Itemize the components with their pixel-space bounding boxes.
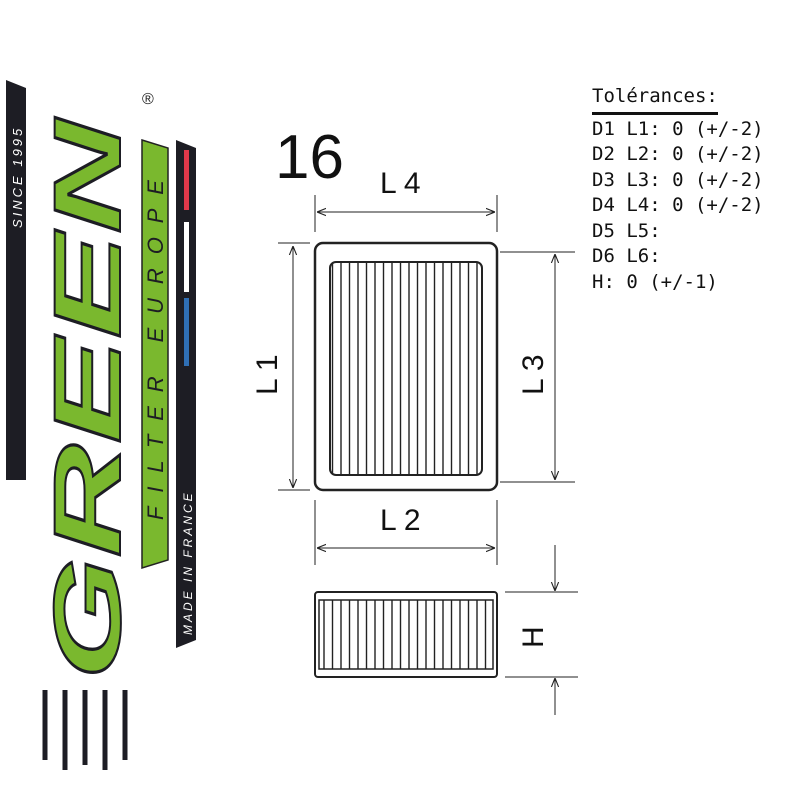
l3-label: L 3: [517, 354, 550, 395]
top-view: [313, 241, 499, 492]
since-text: SINCE 1995: [10, 126, 25, 228]
l4-label: L 4: [380, 167, 421, 200]
tolerance-row: D5 L5:: [592, 219, 661, 242]
origin-text: MADE IN FRANCE: [181, 490, 195, 635]
model-number: 16: [275, 123, 344, 192]
tolerance-row: D3 L3: 0 (+/-2): [592, 168, 764, 191]
tolerance-row: D1 L1: 0 (+/-2): [592, 117, 764, 140]
flag-white: [184, 222, 189, 292]
flag-blue: [184, 298, 189, 366]
speed-lines: [42, 690, 128, 770]
l2-label: L 2: [380, 504, 421, 537]
h-label: H: [517, 626, 550, 648]
brand-logo: SINCE 1995 GREEN FILTER EUROPE ® MADE IN…: [6, 80, 196, 770]
tolerances-title: Tolérances:: [592, 84, 718, 115]
tolerances-table: Tolérances: D1 L1: 0 (+/-2) D2 L2: 0 (+/…: [592, 84, 764, 295]
l1-label: L 1: [251, 354, 284, 395]
tolerance-row: D6 L6:: [592, 245, 661, 267]
side-view: [314, 591, 498, 678]
registered-mark: ®: [142, 91, 154, 108]
tolerance-row: D4 L4: 0 (+/-2): [592, 194, 764, 216]
tolerance-row: H: 0 (+/-1): [592, 270, 718, 293]
subtitle-band: [141, 138, 169, 570]
origin-band: [176, 140, 196, 648]
flag-red: [184, 150, 189, 210]
brand-text: GREEN: [35, 116, 141, 680]
tolerance-row: D2 L2: 0 (+/-2): [592, 143, 764, 165]
since-band: [6, 80, 26, 480]
